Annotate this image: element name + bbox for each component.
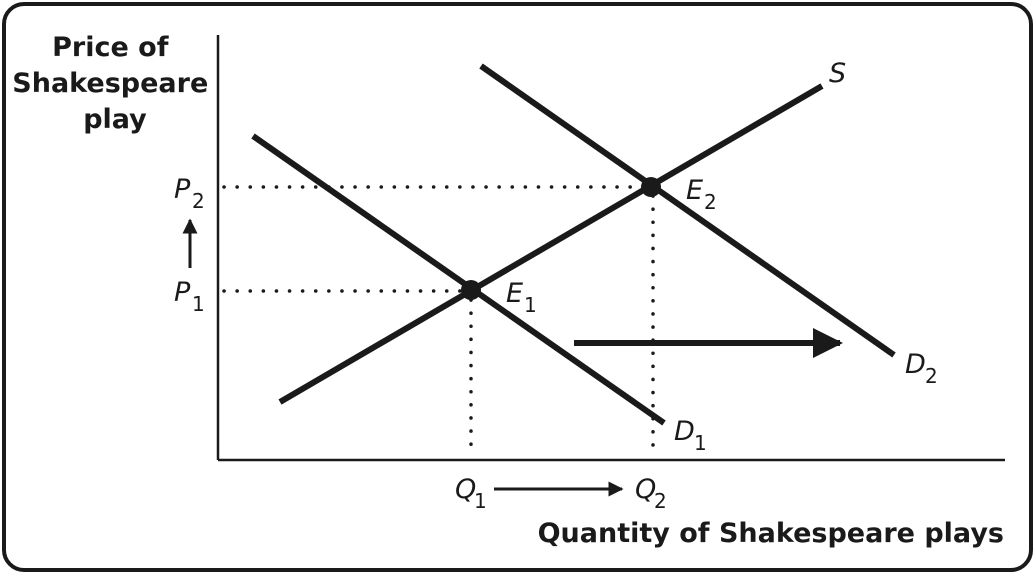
equilibrium-point-e1 xyxy=(461,280,481,300)
label-p2-sub: 2 xyxy=(192,189,205,213)
x-axis-label: Quantity of Shakespeare plays xyxy=(538,518,1004,549)
y-axis-label-line-2: Shakespeare xyxy=(12,68,208,99)
label-d1-sub: 1 xyxy=(694,431,707,455)
label-q1: Q 1 xyxy=(455,474,487,513)
label-q1-main: Q xyxy=(455,474,476,505)
y-axis-label: Price of Shakespeare play xyxy=(12,32,217,135)
label-d1-main: D xyxy=(674,416,695,447)
label-p1: P 1 xyxy=(174,277,205,316)
label-p2-main: P xyxy=(174,174,191,205)
equilibrium-point-e2 xyxy=(641,177,661,197)
label-q1-sub: 1 xyxy=(474,489,487,513)
supply-curve xyxy=(278,83,824,405)
label-e2-sub: 2 xyxy=(704,190,717,214)
label-q2: Q 2 xyxy=(635,474,667,513)
label-e1-main: E xyxy=(506,278,523,309)
y-axis-label-line-1: Price of xyxy=(52,32,169,63)
label-s: S xyxy=(829,58,846,89)
label-p1-sub: 1 xyxy=(192,292,205,316)
y-axis-label-line-3: play xyxy=(83,104,147,135)
label-d2: D 2 xyxy=(905,349,938,388)
label-d1: D 1 xyxy=(674,416,707,455)
demand-curve-d2 xyxy=(479,63,896,358)
label-e1-sub: 1 xyxy=(524,293,537,317)
label-p1-main: P xyxy=(174,277,191,308)
label-q2-main: Q xyxy=(635,474,656,505)
label-e2: E 2 xyxy=(686,175,717,214)
label-e1: E 1 xyxy=(506,278,537,317)
demand-curve-d1 xyxy=(251,133,666,426)
label-d2-main: D xyxy=(905,349,926,380)
label-p2: P 2 xyxy=(174,174,205,213)
label-e2-main: E xyxy=(686,175,703,206)
label-q2-sub: 2 xyxy=(654,489,667,513)
label-d2-sub: 2 xyxy=(925,364,938,388)
